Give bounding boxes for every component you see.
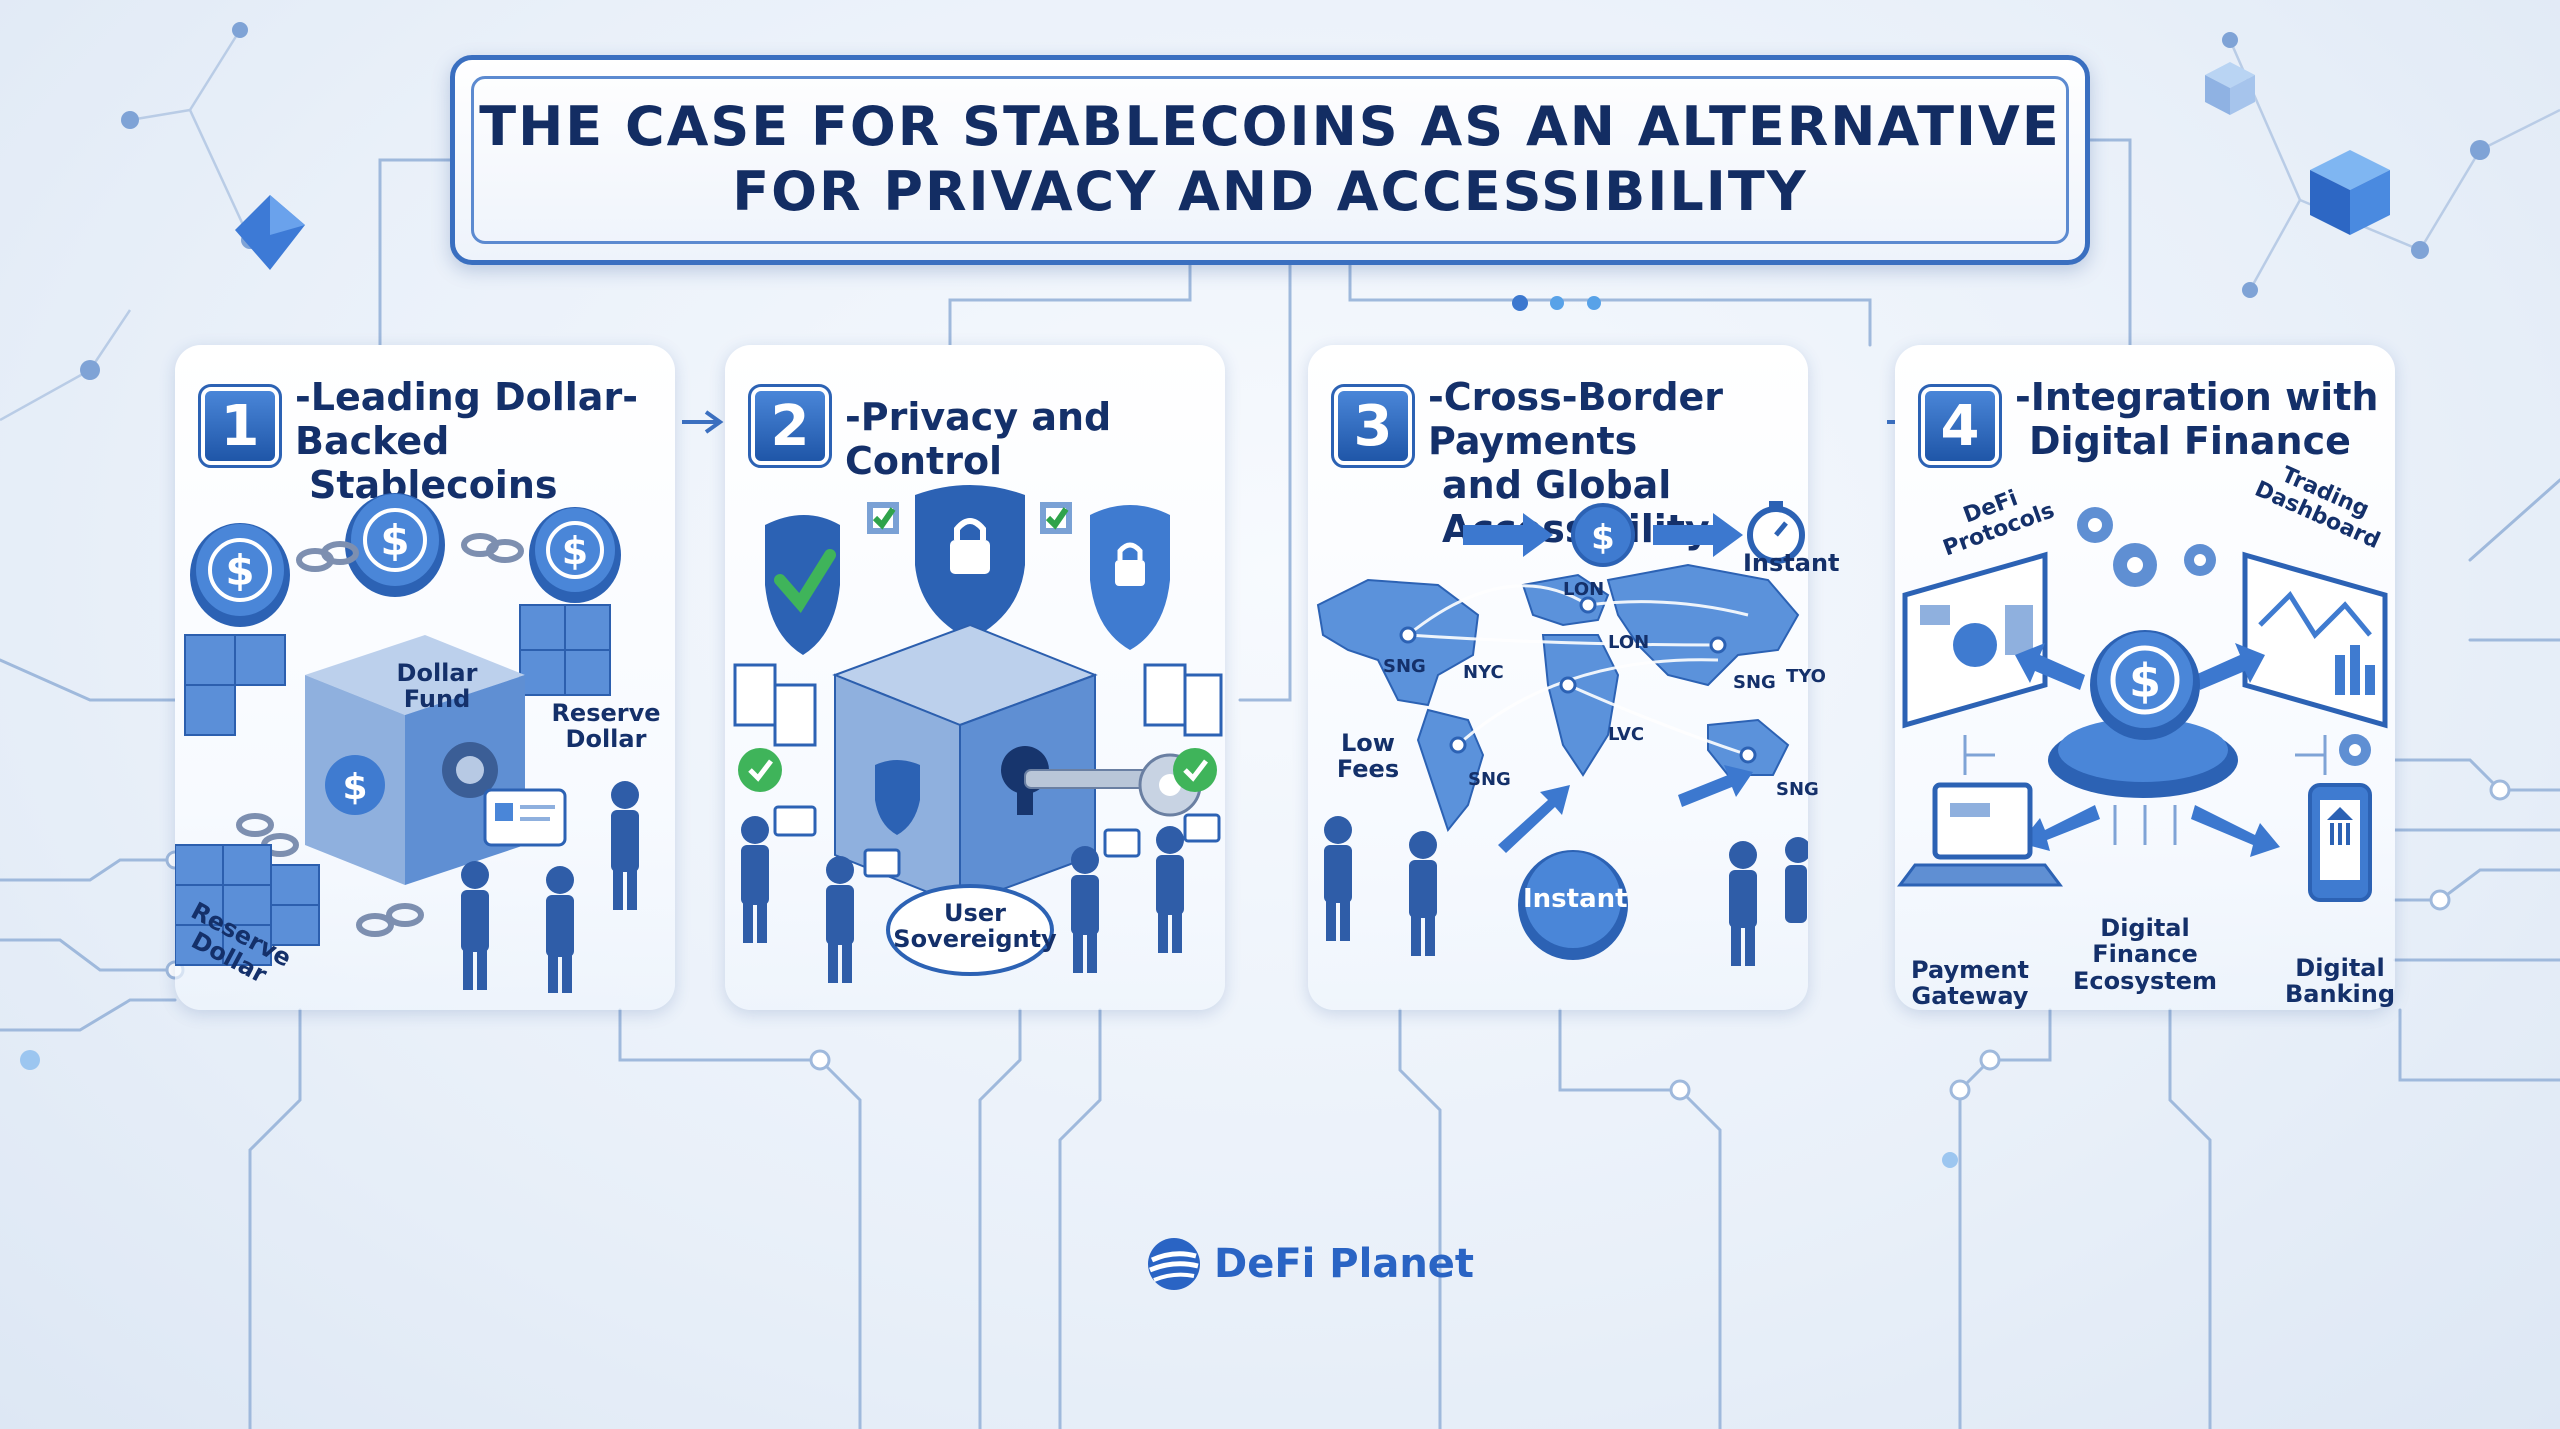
panel-title-line-2: Stablecoins: [309, 463, 558, 507]
panel-title-line-1: -Integration with: [2015, 375, 2379, 419]
check-badge-icon: [738, 748, 1217, 792]
logo-text: DeFi Planet: [1214, 1241, 1475, 1287]
coin-icon: $ $ $: [190, 493, 621, 627]
label-digital-banking: Digital Banking: [2285, 954, 2396, 1009]
city-label: LVC: [1608, 724, 1645, 745]
world-payments-illustration: $: [1316, 501, 1808, 966]
step-number-badge: 3: [1331, 384, 1415, 468]
person-icon: [741, 816, 1184, 983]
label-instant-coin: Instant: [1523, 884, 1628, 914]
check-icon: [867, 502, 1072, 534]
vault-icon: $: [305, 635, 525, 885]
step-number-badge: 4: [1918, 384, 2002, 468]
panel-header: 4 -Integration with Digital Finance: [1918, 375, 2379, 485]
page-title-line-1: THE CASE FOR STABLECOINS AS AN ALTERNATI…: [479, 95, 2061, 159]
person-icon: [1324, 816, 1808, 966]
city-label: LON: [1608, 632, 1650, 653]
svg-text:$: $: [225, 546, 254, 595]
panel-title-line-2: Digital Finance: [2029, 419, 2351, 463]
panel-title-line-1: -Leading Dollar-Backed: [295, 375, 638, 463]
city-label: SNG: [1468, 769, 1511, 790]
crystal-icon: [235, 195, 305, 270]
shield-check-icon: [765, 515, 840, 655]
title-inner-frame: THE CASE FOR STABLECOINS AS AN ALTERNATI…: [471, 76, 2069, 244]
svg-text:$: $: [380, 516, 409, 565]
gear-icon: [2077, 507, 2371, 766]
digital-finance-illustration: $: [1897, 507, 2388, 902]
panel-header: 3 -Cross-Border Payments and Global Acce…: [1331, 375, 1792, 551]
laptop-icon: [1897, 782, 2063, 887]
panel-title: -Privacy and Control: [845, 395, 1209, 483]
label-dollar-fund: Dollar Fund: [396, 659, 478, 714]
step-number-badge: 2: [748, 384, 832, 468]
panel-digital-finance: 4 -Integration with Digital Finance: [1895, 345, 2395, 1010]
label-payment-gateway: Payment Gateway: [1911, 956, 2029, 1011]
cube-icon: [2205, 62, 2390, 235]
svg-text:$: $: [2129, 654, 2161, 708]
city-label: SNG: [1776, 779, 1819, 800]
privacy-control-illustration: [733, 485, 1223, 983]
defi-screen-icon: [1902, 551, 2048, 729]
svg-text:$: $: [342, 767, 367, 808]
coin-icon: $: [2048, 630, 2238, 798]
shield-lock-icon: [1090, 505, 1170, 650]
svg-text:$: $: [562, 529, 588, 573]
planet-logo-icon: [1148, 1238, 1200, 1290]
safe-icon: [832, 623, 1098, 907]
page-title-line-2: FOR PRIVACY AND ACCESSIBILITY: [732, 160, 1808, 223]
label-low-fees: Low Fees: [1336, 729, 1400, 784]
stopwatch-icon: [1747, 501, 1805, 564]
document-icon: [483, 788, 567, 847]
defi-planet-logo: DeFi Planet: [1146, 1236, 1474, 1292]
panel-title: -Leading Dollar-Backed Stablecoins: [295, 375, 659, 507]
city-label: SNG: [1733, 672, 1776, 693]
chain-icon: [236, 533, 524, 937]
label-digital-finance-ecosystem: Digital Finance Ecosystem: [2072, 914, 2218, 995]
dashboard-icon: [2242, 551, 2388, 729]
city-label: LON: [1563, 579, 1605, 600]
label-instant-top: Instant: [1743, 549, 1840, 577]
city-label: SNG: [1383, 656, 1426, 677]
arrow-icon: [2015, 643, 2280, 857]
coin-icon: $: [1571, 503, 1635, 567]
panel-title-line-1: -Cross-Border Payments: [1428, 375, 1724, 463]
panel-header: 1 -Leading Dollar-Backed Stablecoins: [198, 375, 659, 507]
panel-leading-stablecoins: 1 -Leading Dollar-Backed Stablecoins $ $…: [175, 345, 675, 1010]
title-banner: THE CASE FOR STABLECOINS AS AN ALTERNATI…: [450, 55, 2090, 265]
panel-privacy-control: 2 -Privacy and Control: [725, 345, 1225, 1010]
label-reserve-dollar-right: Reserve Dollar: [551, 699, 661, 754]
arrow-icon: [1463, 513, 1743, 557]
panel-title-line-1: -Privacy and Control: [845, 395, 1112, 483]
phone-bank-icon: [2308, 783, 2372, 902]
coin-icon: [1518, 850, 1628, 960]
city-label: NYC: [1463, 662, 1504, 683]
arrow-icon: [1498, 765, 1753, 853]
panel-header: 2 -Privacy and Control: [748, 375, 1209, 485]
label-user-sovereignty: User Sovereignty: [893, 899, 1057, 954]
panel-cross-border: 3 -Cross-Border Payments and Global Acce…: [1308, 345, 1840, 1010]
person-icon: [461, 781, 639, 993]
svg-text:$: $: [1591, 518, 1615, 558]
step-number-badge: 1: [198, 384, 282, 468]
city-label: TYO: [1786, 666, 1826, 687]
lock-icon: [915, 485, 1025, 640]
panel-title: -Integration with Digital Finance: [2015, 375, 2378, 463]
stablecoin-reserve-illustration: $ $ $ $: [175, 493, 639, 993]
